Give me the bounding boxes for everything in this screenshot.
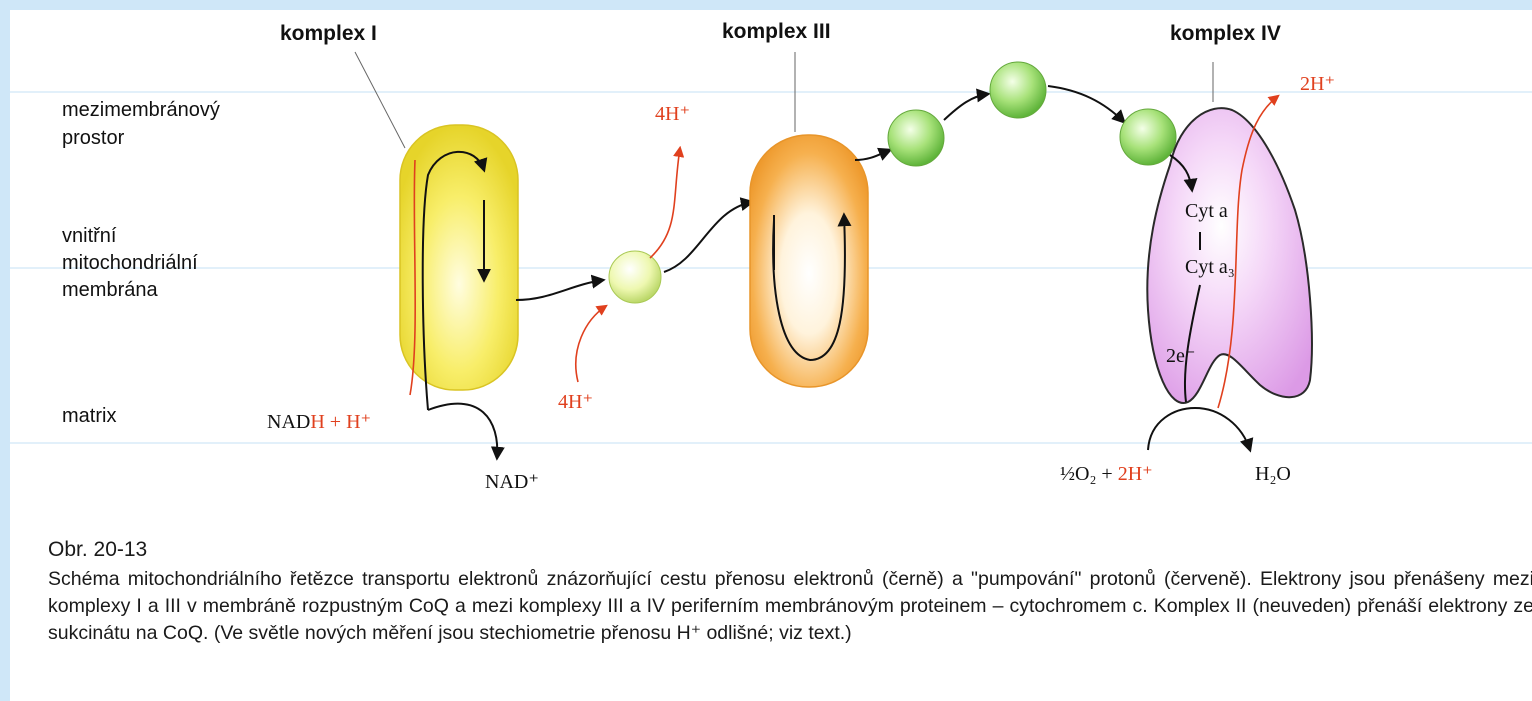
- cytochrome-c-1: [888, 110, 944, 166]
- coq-to-complex3-arrow: [664, 202, 752, 272]
- complex1-proton-pump-arrow: [650, 148, 680, 258]
- complex-3-title: komplex III: [722, 20, 831, 43]
- region-label-matrix: matrix: [62, 405, 116, 427]
- cyt-a-label: Cyt a: [1185, 200, 1228, 222]
- caption-body: Schéma mitochondriálního řetězce transpo…: [48, 566, 1532, 647]
- cytochrome-c-3: [1120, 109, 1176, 165]
- figure-caption: Obr. 20-13 Schéma mitochondriálního řetě…: [48, 538, 1532, 647]
- nadh-black: NAD: [267, 411, 310, 433]
- nadh-label: NADH + H⁺: [267, 411, 371, 433]
- matrix-proton-arrow: [576, 306, 606, 382]
- region-membrane-line2: mitochondriální: [62, 252, 198, 274]
- nadh-red: H + H⁺: [310, 411, 371, 433]
- reactant-protons: 2H⁺: [1118, 463, 1153, 485]
- complex1-to-coq-arrow: [516, 280, 603, 300]
- nadh-to-nad-arrow: [428, 404, 497, 458]
- page-frame: mezimembránový prostor vnitřní mitochond…: [10, 10, 1532, 701]
- region-label-membrane: vnitřní mitochondriální membrána: [62, 225, 203, 301]
- electron-transport-diagram: mezimembránový prostor vnitřní mitochond…: [10, 10, 1532, 520]
- complex-1-pointer: [355, 52, 405, 148]
- region-label-intermembrane: mezimembránový prostor: [62, 99, 225, 149]
- caption-title: Obr. 20-13: [48, 538, 1532, 562]
- nad-product-label: NAD⁺: [485, 471, 539, 493]
- complex4-pumped-protons: 2H⁺: [1300, 73, 1335, 95]
- cytc-arrow-1: [944, 94, 988, 120]
- complex3-matrix-protons: 4H⁺: [558, 391, 593, 413]
- complex3-to-cytc-arrow: [855, 150, 890, 160]
- region-membrane-line3: membrána: [62, 279, 158, 301]
- water-label: H₂O: [1255, 463, 1291, 485]
- reactants-label: ½O₂ + 2H⁺: [1060, 463, 1153, 485]
- complex-1-shape: [400, 125, 518, 390]
- cyt-a3-label: Cyt a₃: [1185, 256, 1235, 278]
- half-o2: ½O₂ +: [1060, 463, 1118, 485]
- complex-1-title: komplex I: [280, 22, 377, 45]
- complex-4-title: komplex IV: [1170, 22, 1281, 45]
- cytochrome-c-2: [990, 62, 1046, 118]
- coq-carrier: [609, 251, 661, 303]
- complex1-pumped-protons: 4H⁺: [655, 103, 690, 125]
- complex-3-shape: [750, 135, 868, 387]
- region-intermembrane-line2: prostor: [62, 127, 125, 149]
- electrons-label: 2e⁻: [1166, 345, 1195, 367]
- region-membrane-line1: vnitřní: [62, 225, 117, 247]
- region-intermembrane-line1: mezimembránový: [62, 99, 220, 121]
